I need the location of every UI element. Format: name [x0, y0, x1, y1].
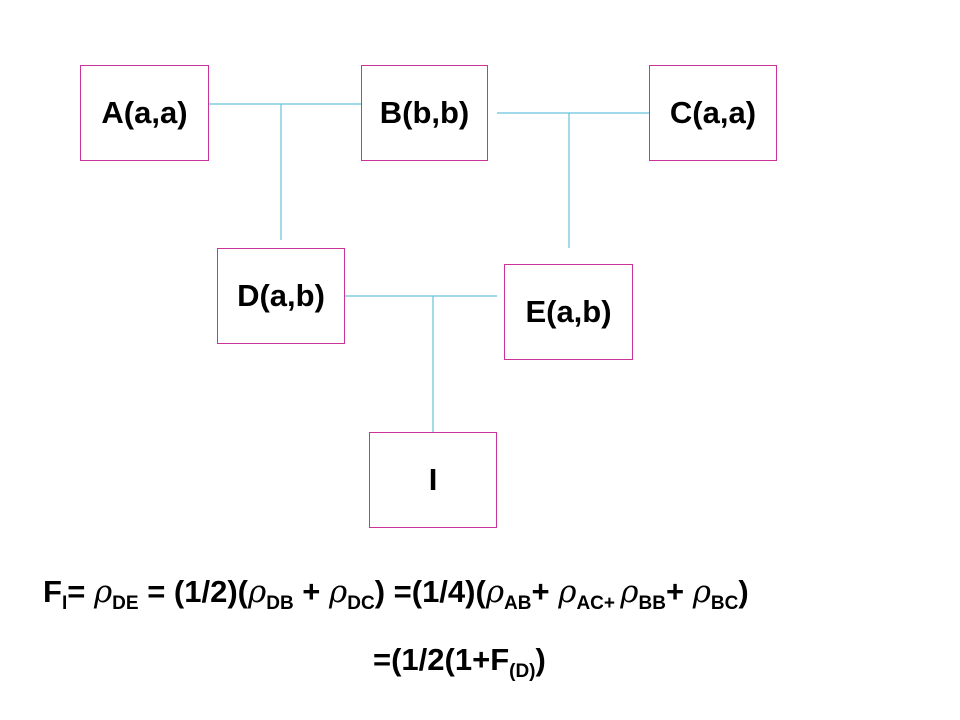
- rho-symbol: ρ: [692, 574, 711, 610]
- formula-f: F: [43, 574, 62, 609]
- rho-symbol: ρ: [558, 574, 577, 610]
- formula-line2-text-2: ): [535, 642, 546, 677]
- node-c-label: C(a,a): [669, 95, 757, 130]
- formula-f-subscript: I: [61, 593, 68, 614]
- subscript-ab: AB: [504, 593, 532, 614]
- rho-symbol: ρ: [485, 574, 505, 610]
- formula-text-1: =: [67, 574, 94, 609]
- subscript-d: (D): [509, 661, 536, 682]
- node-d-label: D(a,b): [237, 278, 325, 313]
- rho-symbol: ρ: [329, 574, 348, 610]
- rho-symbol: ρ: [93, 574, 113, 610]
- node-b: B(b,b): [361, 65, 488, 161]
- subscript-bb: BB: [638, 593, 666, 614]
- subscript-dc: DC: [347, 593, 375, 614]
- formula-text-4: ) =(1/4)(: [374, 574, 486, 609]
- formula-line-2: =(1/2(1+F(D)): [373, 642, 546, 681]
- formula-text-2: = (1/2)(: [138, 574, 248, 609]
- formula-line2-text-1: =(1/2(1+F: [373, 642, 510, 677]
- node-d: D(a,b): [217, 248, 345, 344]
- subscript-ac: AC+: [576, 593, 621, 614]
- formula-text-5: +: [531, 574, 559, 609]
- node-a: A(a,a): [80, 65, 209, 161]
- rho-symbol: ρ: [247, 574, 267, 610]
- formula-line-1: FI= ρDE = (1/2)(ρDB + ρDC) =(1/4)(ρAB+ ρ…: [43, 574, 749, 613]
- formula-text-3: +: [293, 574, 330, 609]
- rho-symbol: ρ: [620, 574, 639, 610]
- node-a-label: A(a,a): [101, 95, 188, 130]
- node-c: C(a,a): [649, 65, 777, 161]
- node-b-label: B(b,b): [379, 95, 470, 130]
- formula-text-6: +: [665, 574, 693, 609]
- subscript-bc: BC: [710, 593, 739, 614]
- node-e: E(a,b): [504, 264, 633, 360]
- node-i: I: [369, 432, 497, 528]
- subscript-de: DE: [112, 593, 139, 614]
- node-i-label: I: [428, 462, 438, 497]
- formula-text-7: ): [738, 574, 749, 609]
- node-e-label: E(a,b): [525, 294, 612, 329]
- subscript-db: DB: [266, 593, 294, 614]
